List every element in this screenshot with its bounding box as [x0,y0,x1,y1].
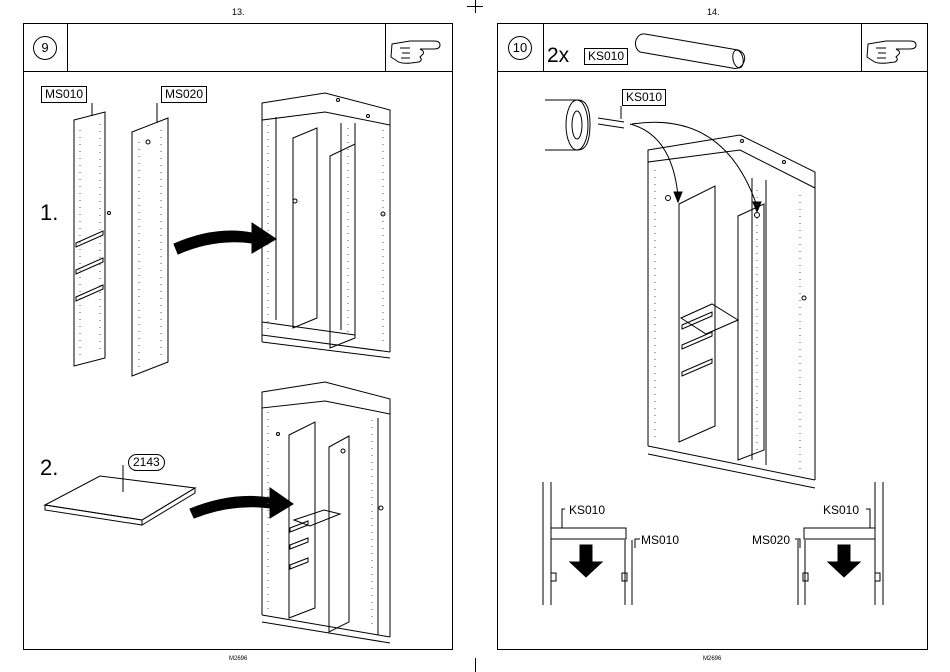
cabinet-3 [648,135,815,488]
curved-arrow-icon-1 [174,223,276,254]
panel-holes [80,124,161,370]
rod-cylinder [545,100,624,150]
down-arrow-icon-right [828,545,860,577]
rod-path-1 [630,124,678,196]
label-left-detail-side: MS010 [641,533,679,547]
label-left-detail-top: KS010 [569,503,605,517]
label-right-detail-top: KS010 [823,503,859,517]
label-right-detail-side: MS020 [752,533,790,547]
cabinet-2 [262,382,390,643]
hand-point-icon-left [391,41,440,63]
hand-point-icon-right [867,41,916,63]
panel-ms020 [132,103,168,376]
detail-right [795,482,883,605]
cabinet-1 [262,93,390,358]
substep-2: 2. [40,455,58,481]
shelf-2143 [45,465,195,525]
down-arrow-icon-left [570,545,602,577]
rails [76,231,103,301]
rod-header [636,34,745,69]
label-rod-callout: KS010 [622,89,666,106]
curved-arrow-icon-2 [190,488,293,518]
panel-ms010 [74,103,105,366]
label-ms010: MS010 [41,86,87,103]
substep-1: 1. [40,200,58,226]
label-ms020: MS020 [161,86,207,103]
label-shelf-2143: 2143 [128,454,165,471]
detail-left [543,482,640,605]
